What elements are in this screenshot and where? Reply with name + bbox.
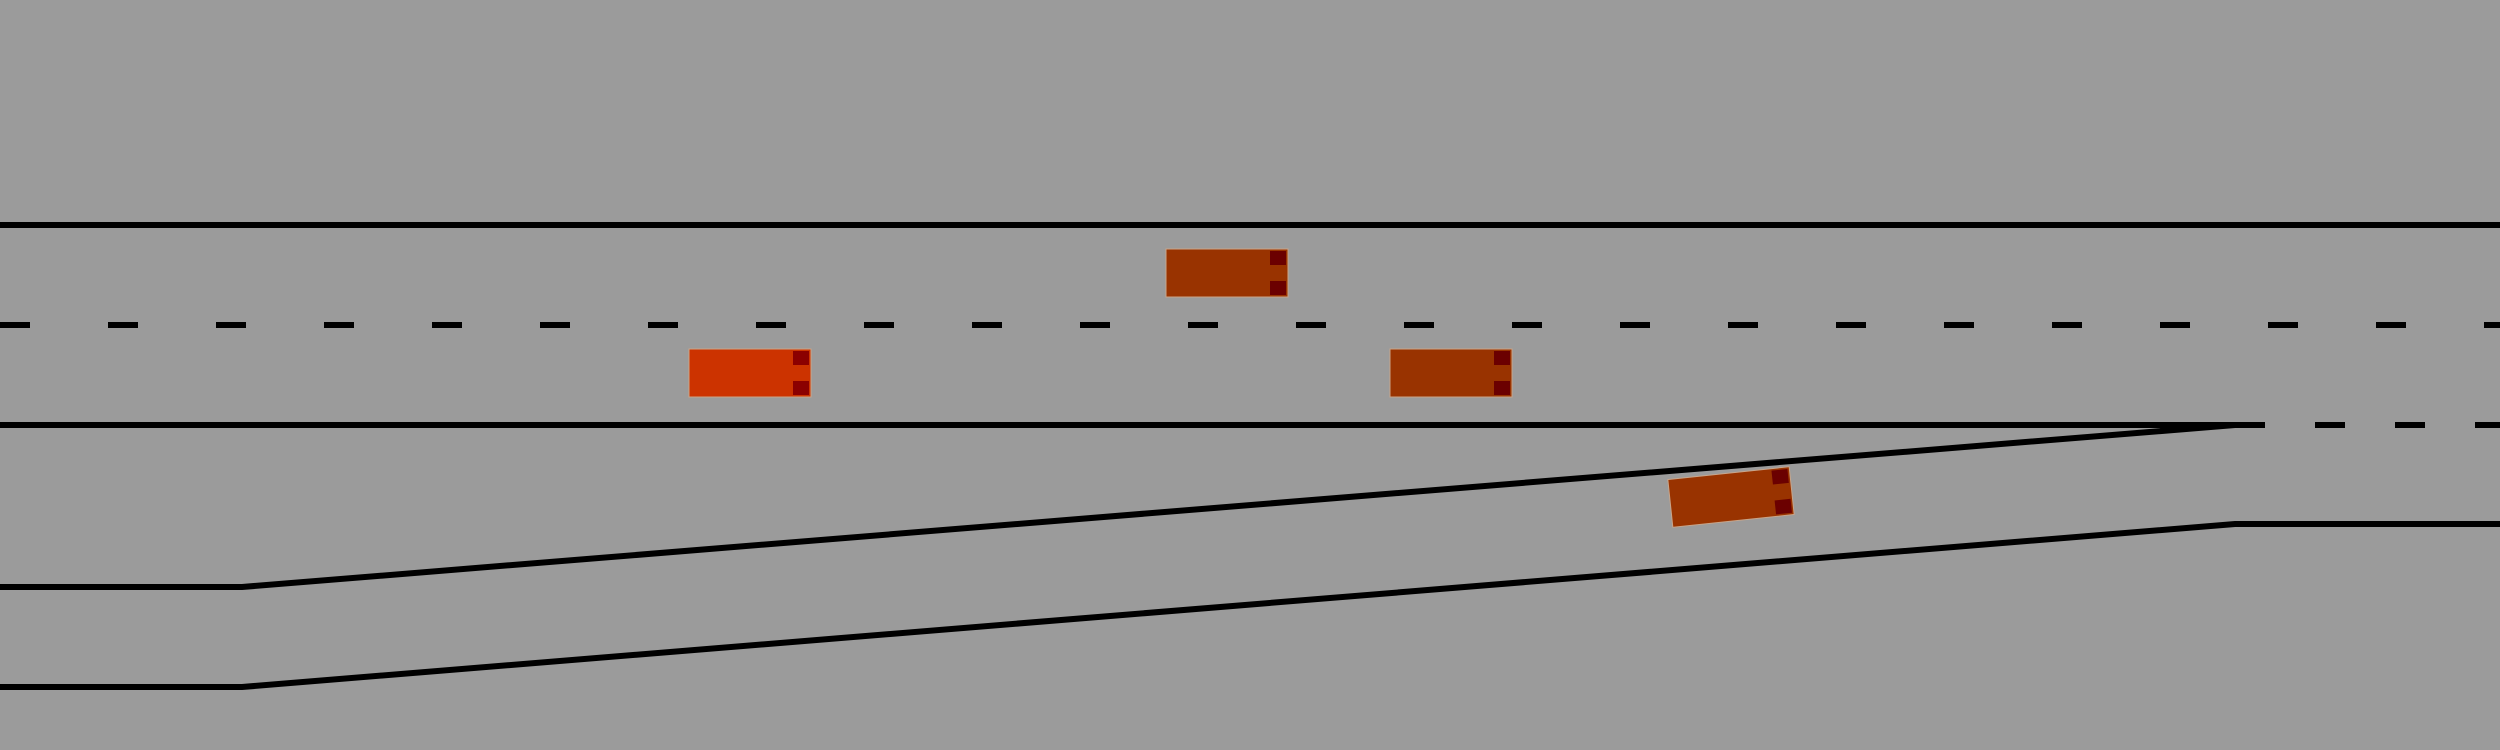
vehicle-light (1270, 281, 1286, 295)
vehicle-body (1389, 348, 1513, 398)
vehicle-light (1494, 381, 1510, 395)
vehicle-body (1667, 466, 1795, 528)
vehicle-light (1494, 351, 1510, 365)
vehicle-light (793, 351, 809, 365)
vehicle-other-2 (1389, 348, 1513, 398)
vehicles (688, 248, 1795, 528)
vehicle-other-1 (1165, 248, 1289, 298)
vehicle-ego (688, 348, 812, 398)
lane-markings (0, 222, 2500, 690)
vehicle-merging (1667, 466, 1795, 528)
vehicle-body (1165, 248, 1289, 298)
onramp-upper-edge (0, 422, 2236, 590)
vehicle-light (793, 381, 809, 395)
vehicle-light (1270, 251, 1286, 265)
vehicle-light (1771, 468, 1789, 485)
vehicle-light (1774, 498, 1792, 515)
vehicle-body (688, 348, 812, 398)
onramp-lower-edge (0, 521, 2500, 690)
